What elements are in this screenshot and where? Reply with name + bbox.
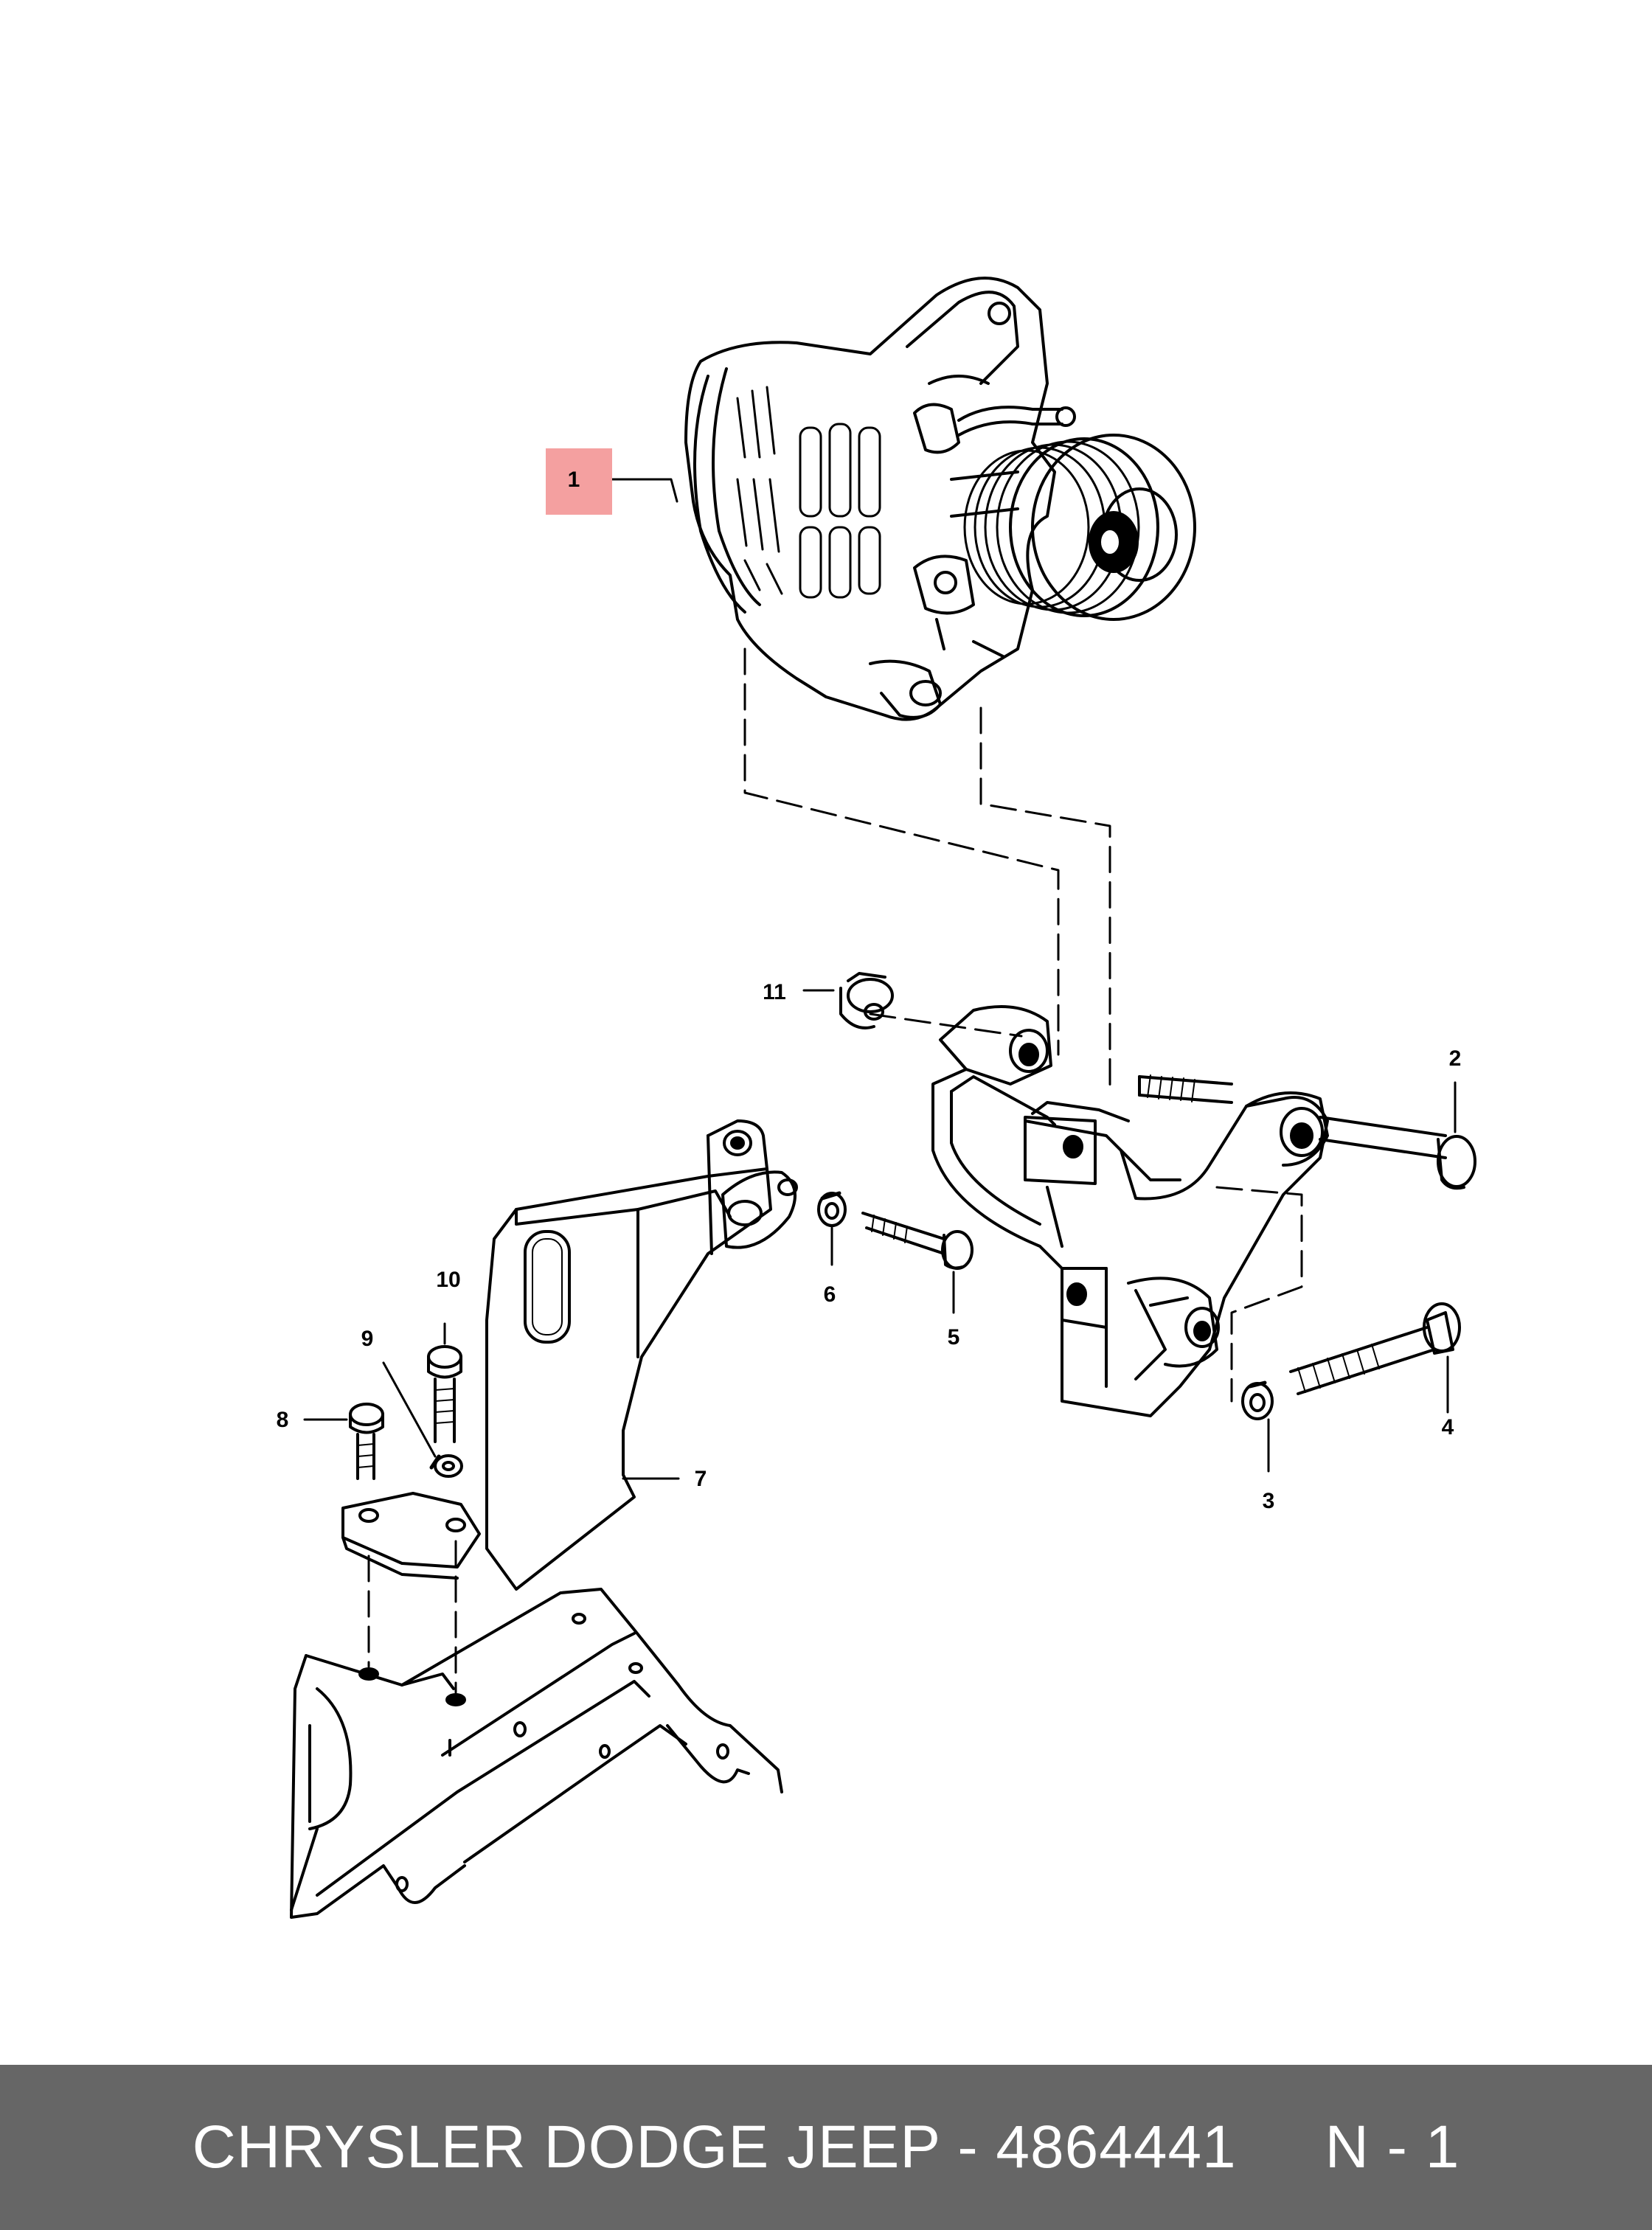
callout-5: 5: [948, 1325, 960, 1350]
alternator-pulley: [963, 434, 1196, 621]
washer-9: [382, 1361, 463, 1478]
callout-1-highlight: [546, 448, 612, 515]
callout-3: 3: [1263, 1489, 1275, 1513]
bolt-2: [1138, 1074, 1476, 1190]
lock-washer-3: [1241, 1380, 1274, 1420]
washer-6: [817, 1191, 847, 1227]
callout-1: 1: [568, 468, 580, 492]
callout-9: 9: [361, 1327, 374, 1351]
bolt-5: [861, 1212, 974, 1270]
adjusting-bracket: [931, 1005, 1329, 1417]
bolt-4: [1289, 1302, 1461, 1395]
alternator: [684, 277, 1196, 721]
callout-8: 8: [277, 1408, 289, 1432]
engine-block-section: [290, 1588, 783, 1919]
flange-nut-11: [839, 972, 894, 1029]
callout-6: 6: [824, 1282, 836, 1307]
footer-bar: CHRYSLER DODGE JEEP - 4864441 N - 1: [0, 2065, 1652, 2230]
mounting-bracket-7: [341, 1119, 798, 1591]
callout-4: 4: [1442, 1415, 1454, 1439]
parts-diagram: 1 2 3 4 5 6 7 8 9 10 11: [277, 277, 1476, 1919]
bolt-10: [427, 1322, 462, 1443]
callout-11: 11: [763, 980, 786, 1004]
callout-10: 10: [436, 1268, 460, 1292]
footer-part-info: CHRYSLER DODGE JEEP - 4864441: [192, 2113, 1237, 2181]
callout-2: 2: [1449, 1046, 1462, 1071]
bolt-8: [303, 1403, 384, 1480]
callout-7: 7: [695, 1467, 707, 1491]
footer-position: N - 1: [1325, 2113, 1460, 2181]
